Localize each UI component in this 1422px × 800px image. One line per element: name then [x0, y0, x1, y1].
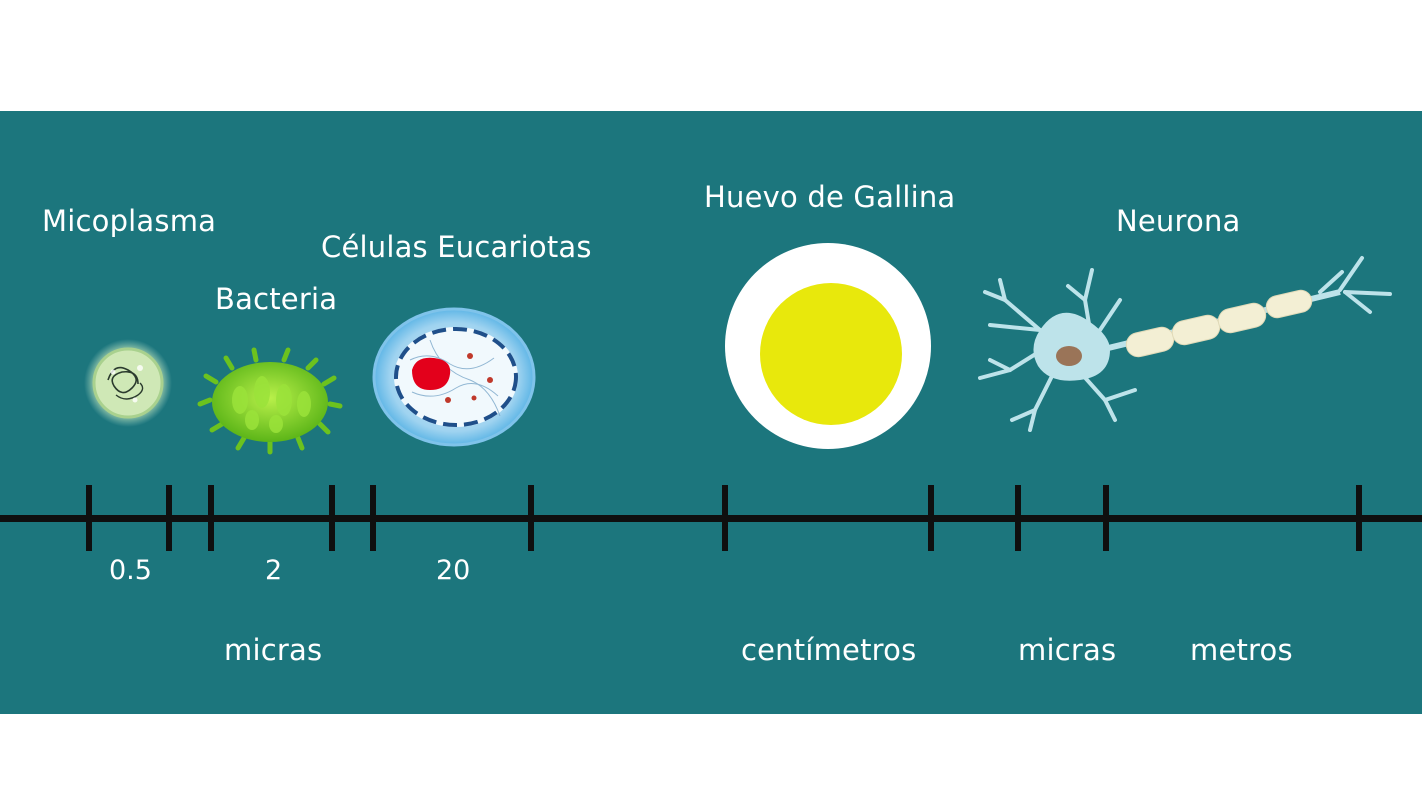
- myelin-sheath: [1171, 314, 1221, 346]
- label-bacteria: Bacteria: [215, 282, 338, 316]
- myelin-sheath: [1217, 302, 1267, 334]
- axis-tick: [528, 485, 534, 551]
- value-eucariotas: 20: [436, 555, 471, 586]
- unit-micras-left: micras: [224, 633, 323, 667]
- axis-tick: [1015, 485, 1021, 551]
- axis-tick: [1103, 485, 1109, 551]
- neuron-illustration: [978, 256, 1392, 432]
- label-neurona: Neurona: [1116, 204, 1241, 238]
- micoplasma-dna: [107, 366, 139, 394]
- bacteria-illustration: [197, 347, 343, 455]
- bacteria-cell: [212, 362, 328, 442]
- label-eucariotas: Células Eucariotas: [321, 230, 592, 264]
- micoplasma-granule: [110, 369, 116, 375]
- axis-line: [0, 515, 1422, 522]
- unit-metros: metros: [1190, 633, 1293, 667]
- eukaryote-cytoplasm: [394, 327, 518, 427]
- axis-tick: [1356, 485, 1362, 551]
- myelin-sheath: [1125, 326, 1175, 358]
- micoplasma-granule: [132, 397, 138, 403]
- micoplasma-cell: [92, 347, 164, 419]
- unit-centimetros: centímetros: [741, 633, 917, 667]
- axis-tick: [86, 485, 92, 551]
- micoplasma-granule: [137, 365, 143, 371]
- unit-micras-right: micras: [1018, 633, 1117, 667]
- axis-tick: [329, 485, 335, 551]
- micoplasma-dna-2: [115, 382, 144, 400]
- label-micoplasma: Micoplasma: [42, 204, 217, 238]
- eukaryote-illustration: [372, 307, 536, 447]
- scale-axis: [0, 485, 1422, 551]
- value-micoplasma: 0.5: [109, 555, 152, 586]
- egg-yolk: [760, 283, 902, 425]
- label-huevo: Huevo de Gallina: [704, 180, 956, 214]
- micoplasma-illustration: [84, 339, 172, 427]
- axis-tick: [928, 485, 934, 551]
- axis-tick: [208, 485, 214, 551]
- eukaryote-nuclear-envelope: [394, 327, 518, 427]
- value-bacteria: 2: [265, 555, 283, 586]
- eukaryote-nucleus: [412, 357, 451, 390]
- neuron-nucleus: [1056, 346, 1082, 366]
- axis-tick: [370, 485, 376, 551]
- axis-tick: [722, 485, 728, 551]
- myelin-sheath: [1265, 289, 1313, 319]
- egg-illustration: [725, 243, 931, 449]
- axis-tick: [166, 485, 172, 551]
